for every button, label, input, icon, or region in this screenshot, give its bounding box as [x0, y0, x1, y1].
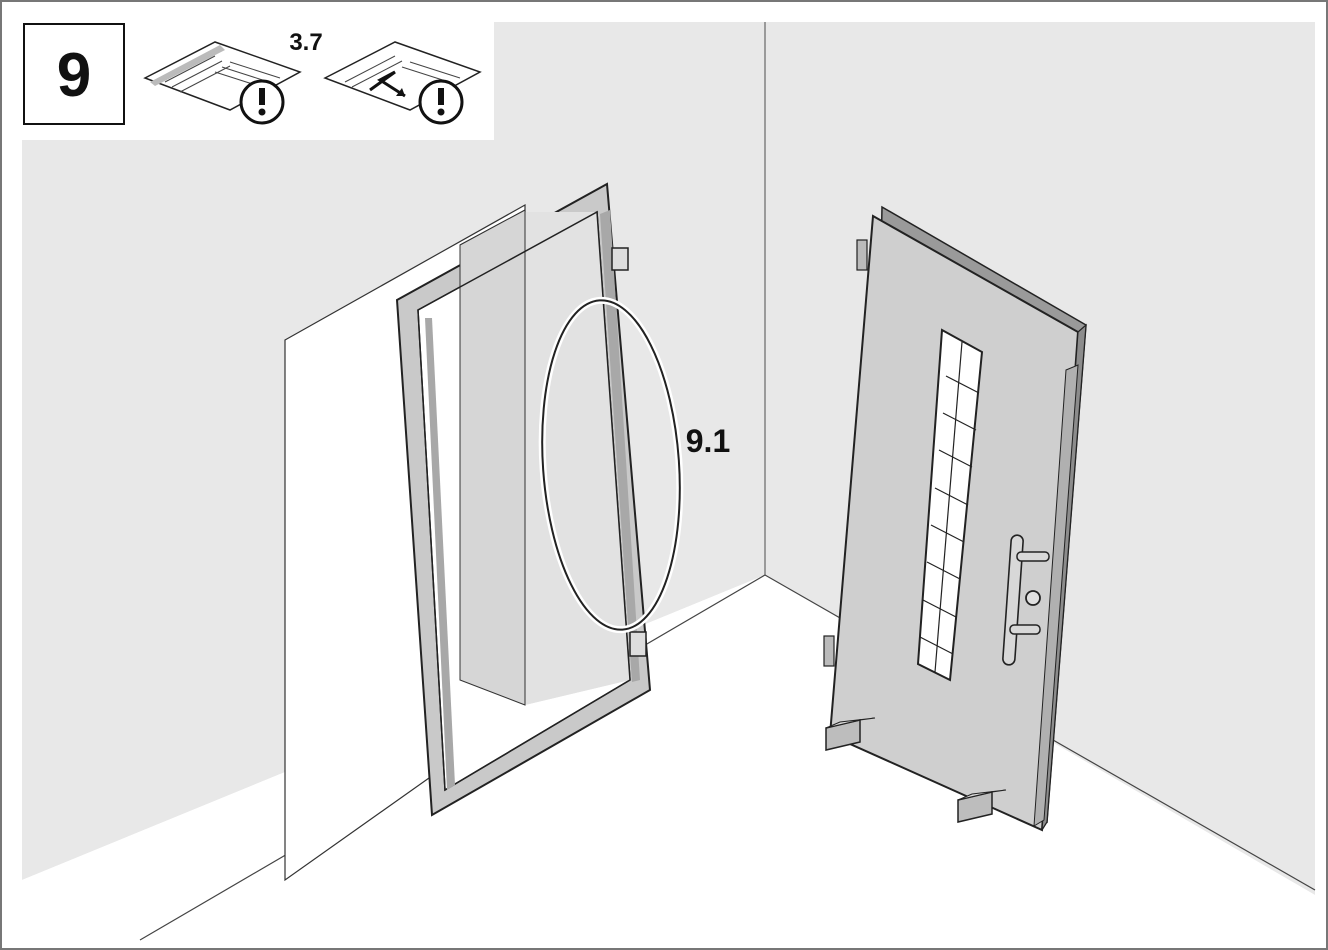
callout-label: 9.1: [686, 423, 730, 459]
hinge-top: [611, 247, 629, 271]
leaf-hinge-bottom: [823, 635, 835, 667]
door-frame: [395, 182, 652, 817]
step-number-box: [23, 23, 125, 125]
callout-oval: [541, 299, 681, 631]
floor: [22, 575, 1315, 940]
support-blocks: [825, 717, 1007, 823]
leaf-hinge-top: [856, 239, 868, 271]
door-handle: [1002, 534, 1050, 666]
glass-panel: [916, 328, 984, 682]
manual-crossref-warning-icon: [323, 41, 482, 125]
step-number: 9: [57, 41, 91, 110]
manual-warning-icon: [143, 41, 302, 125]
hinge-bottom: [629, 631, 647, 657]
lock-cylinder: [1025, 590, 1041, 606]
reference-label: 3.7: [289, 29, 322, 56]
